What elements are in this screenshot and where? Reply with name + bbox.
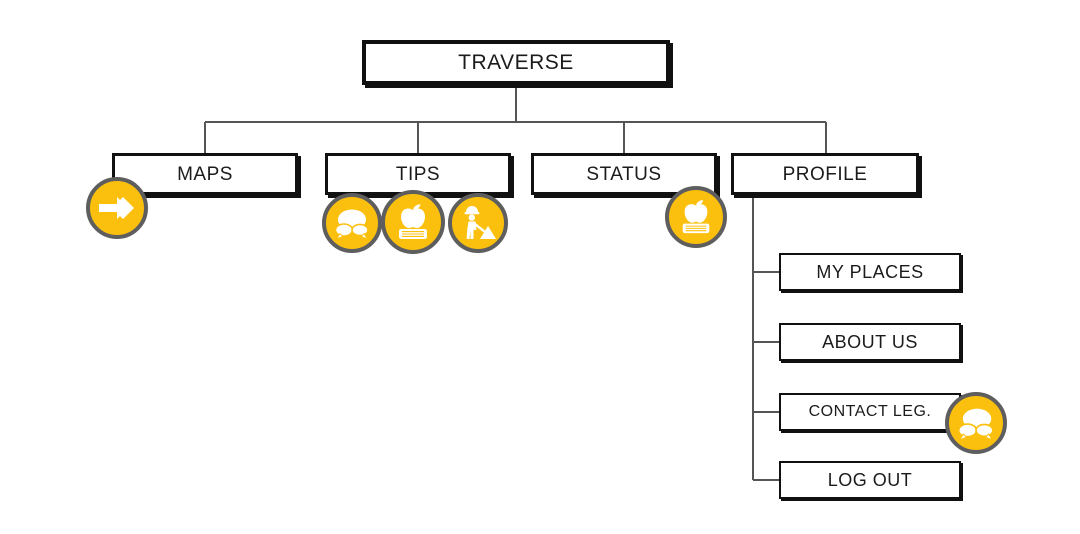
badge-maps[interactable] — [86, 177, 148, 239]
node-status-label: STATUS — [586, 163, 662, 185]
construction-worker-icon — [459, 205, 497, 241]
speech-bubbles-icon — [333, 207, 371, 239]
node-my-places-label: MY PLACES — [816, 262, 924, 282]
badge-tips-worker[interactable] — [448, 193, 508, 253]
node-about-us[interactable]: ABOUT US — [779, 323, 961, 361]
node-tips-label: TIPS — [395, 163, 441, 185]
node-traverse[interactable]: TRAVERSE — [362, 40, 670, 85]
apple-on-book-icon — [393, 202, 433, 242]
double-arrow-icon — [97, 193, 137, 223]
badge-status-apple-book[interactable] — [665, 186, 727, 248]
node-profile-label: PROFILE — [782, 163, 868, 185]
node-maps[interactable]: MAPS — [112, 153, 298, 195]
node-traverse-label: TRAVERSE — [458, 51, 574, 74]
node-my-places[interactable]: MY PLACES — [779, 253, 961, 291]
node-contact-leg-label: CONTACT LEG. — [808, 403, 932, 420]
apple-on-book-icon — [677, 198, 715, 236]
node-tips[interactable]: TIPS — [325, 153, 511, 195]
node-log-out-label: LOG OUT — [827, 470, 913, 490]
badge-tips-apple-book[interactable] — [381, 190, 445, 254]
badge-tips-speech[interactable] — [322, 193, 382, 253]
node-contact-leg[interactable]: CONTACT LEG. — [779, 393, 961, 431]
node-profile[interactable]: PROFILE — [731, 153, 919, 195]
speech-bubbles-icon — [956, 406, 996, 440]
node-maps-label: MAPS — [177, 163, 233, 185]
node-log-out[interactable]: LOG OUT — [779, 461, 961, 499]
badge-contact-speech[interactable] — [945, 392, 1007, 454]
node-status[interactable]: STATUS — [531, 153, 717, 195]
node-about-us-label: ABOUT US — [822, 332, 918, 352]
